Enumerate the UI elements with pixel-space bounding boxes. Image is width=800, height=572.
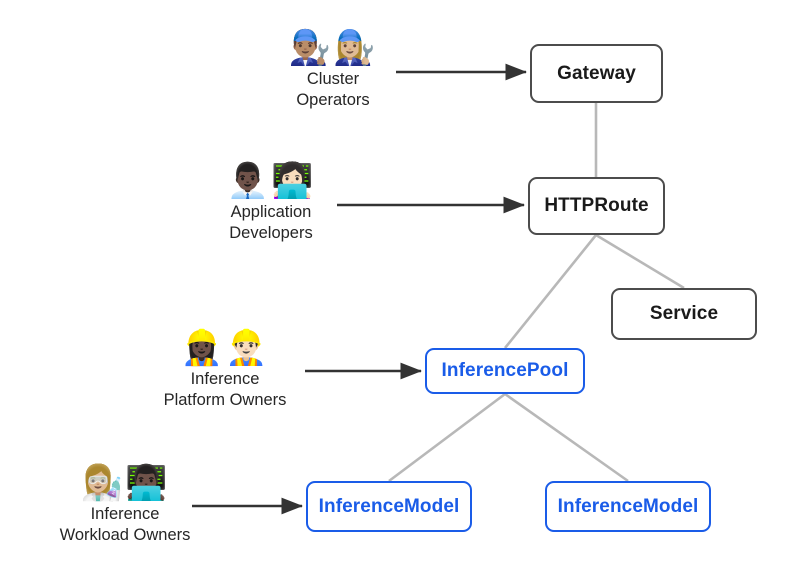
link-httproute-inferencepool: [503, 234, 598, 349]
application-developers-emoji-group: 👨🏿‍💼👩🏻‍💻: [226, 162, 316, 200]
cluster-operators-label: Cluster Operators: [296, 70, 370, 109]
application-developers-label: Application Developers: [229, 203, 313, 242]
node-gateway-label: Gateway: [557, 62, 636, 84]
actor-inference-workload-owners: 👩🏼‍🔬👨🏿‍💻 Inference Workload Owners: [10, 463, 240, 546]
inference-platform-owners-emoji-group: 👷🏿‍♀️👷🏻‍♂️: [180, 329, 270, 367]
inference-workload-owners-emoji-group: 👩🏼‍🔬👨🏿‍💻: [80, 464, 170, 502]
link-inferencepool-inferencemodel-left: [388, 392, 506, 483]
node-httproute[interactable]: HTTPRoute: [528, 177, 665, 235]
node-gateway[interactable]: Gateway: [530, 44, 663, 103]
inference-platform-owners-label: Inference Platform Owners: [163, 370, 287, 409]
node-service-label: Service: [649, 303, 719, 324]
node-inferencemodel-right-label: InferenceModel: [557, 495, 699, 517]
link-inferencepool-inferencemodel-right: [504, 392, 629, 483]
node-inferencepool[interactable]: InferencePool: [425, 348, 585, 394]
link-httproute-service: [595, 233, 685, 290]
node-service[interactable]: Service: [611, 288, 757, 340]
node-httproute-label: HTTPRoute: [544, 195, 649, 216]
inference-workload-owners-label: Inference Workload Owners: [59, 505, 191, 544]
actor-cluster-operators: 👨🏽‍🔧👩🏼‍🔧 Cluster Operators: [218, 28, 448, 111]
actor-inference-platform-owners: 👷🏿‍♀️👷🏻‍♂️ Inference Platform Owners: [110, 328, 340, 411]
actor-application-developers: 👨🏿‍💼👩🏻‍💻 Application Developers: [156, 161, 386, 244]
node-inferencemodel-left[interactable]: InferenceModel: [306, 481, 472, 532]
cluster-operators-emoji-group: 👨🏽‍🔧👩🏼‍🔧: [288, 29, 378, 67]
node-inferencemodel-left-label: InferenceModel: [318, 495, 460, 517]
node-inferencepool-label: InferencePool: [441, 360, 569, 381]
node-inferencemodel-right[interactable]: InferenceModel: [545, 481, 711, 532]
